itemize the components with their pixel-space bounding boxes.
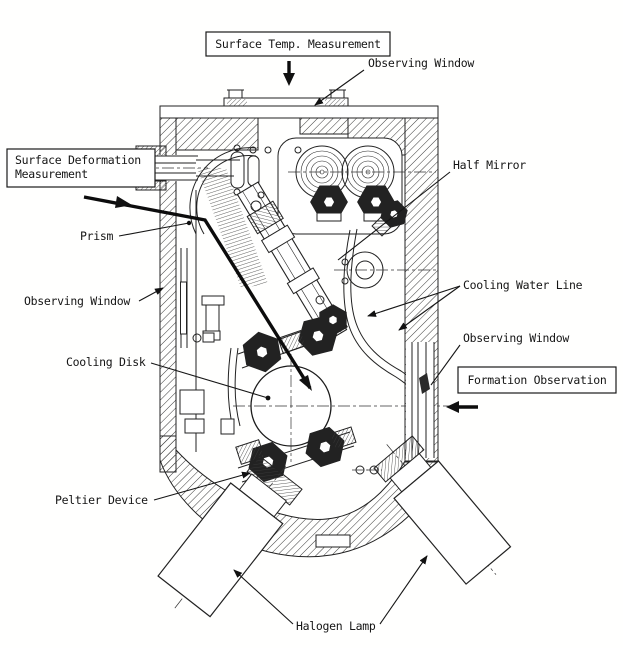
observing-window-top-label: Observing Window: [368, 56, 474, 70]
callout-surface-temp: Surface Temp. Measurement: [205, 31, 391, 86]
surface-temp-down-arrow-icon: [283, 73, 295, 86]
half-mirror-label: Half Mirror: [453, 158, 526, 172]
halogen-lamp-right: [373, 435, 512, 585]
bottom-flange: [315, 534, 351, 548]
beam-arrowhead-icon: [115, 196, 132, 208]
deformation-beam: [83, 195, 312, 391]
observing-window-left-label: Observing Window: [24, 294, 130, 308]
surface-deformation-label-line2: Measurement: [15, 167, 88, 181]
wall-top-mid: [299, 117, 349, 135]
callout-peltier-device: Peltier Device: [55, 471, 251, 507]
left-column-parts: [179, 295, 235, 435]
prism-label: Prism: [80, 229, 113, 243]
machine-body: [120, 89, 512, 618]
callout-surface-deformation: Surface Deformation Measurement: [6, 148, 156, 188]
observing-window-right-label: Observing Window: [463, 331, 569, 345]
formation-observation-label: Formation Observation: [467, 373, 606, 387]
surface-temp-label: Surface Temp. Measurement: [215, 37, 381, 51]
callout-observing-window-top: Observing Window: [314, 56, 475, 106]
wall-top-left: [175, 117, 259, 151]
callout-halogen-lamp: Halogen Lamp: [233, 555, 428, 633]
callout-cooling-water-line: Cooling Water Line: [367, 278, 583, 331]
callout-prism: Prism: [80, 220, 192, 243]
callout-cooling-disk: Cooling Disk: [66, 355, 271, 401]
peltier-device-label: Peltier Device: [55, 493, 148, 507]
cooling-disk-label: Cooling Disk: [66, 355, 146, 369]
top-plate: [159, 89, 439, 119]
optical-tube: [236, 181, 349, 343]
cooling-water-line-label: Cooling Water Line: [463, 278, 583, 292]
formation-left-arrow-icon: [446, 401, 459, 413]
prism-stack: [197, 168, 268, 288]
beam-tip-arrowhead-icon: [299, 375, 312, 391]
callout-formation-observation: Formation Observation: [446, 366, 617, 413]
halogen-lamp-label: Halogen Lamp: [296, 619, 376, 633]
callout-half-mirror: Half Mirror: [337, 158, 527, 261]
cooling-disk-assembly: [233, 322, 478, 482]
left-window-channel: [180, 248, 188, 348]
halogen-lamp-left: [157, 455, 303, 618]
callout-observing-window-right: Observing Window: [430, 331, 570, 386]
surface-deformation-label-line1: Surface Deformation: [15, 153, 141, 167]
callout-observing-window-left: Observing Window: [24, 287, 164, 308]
